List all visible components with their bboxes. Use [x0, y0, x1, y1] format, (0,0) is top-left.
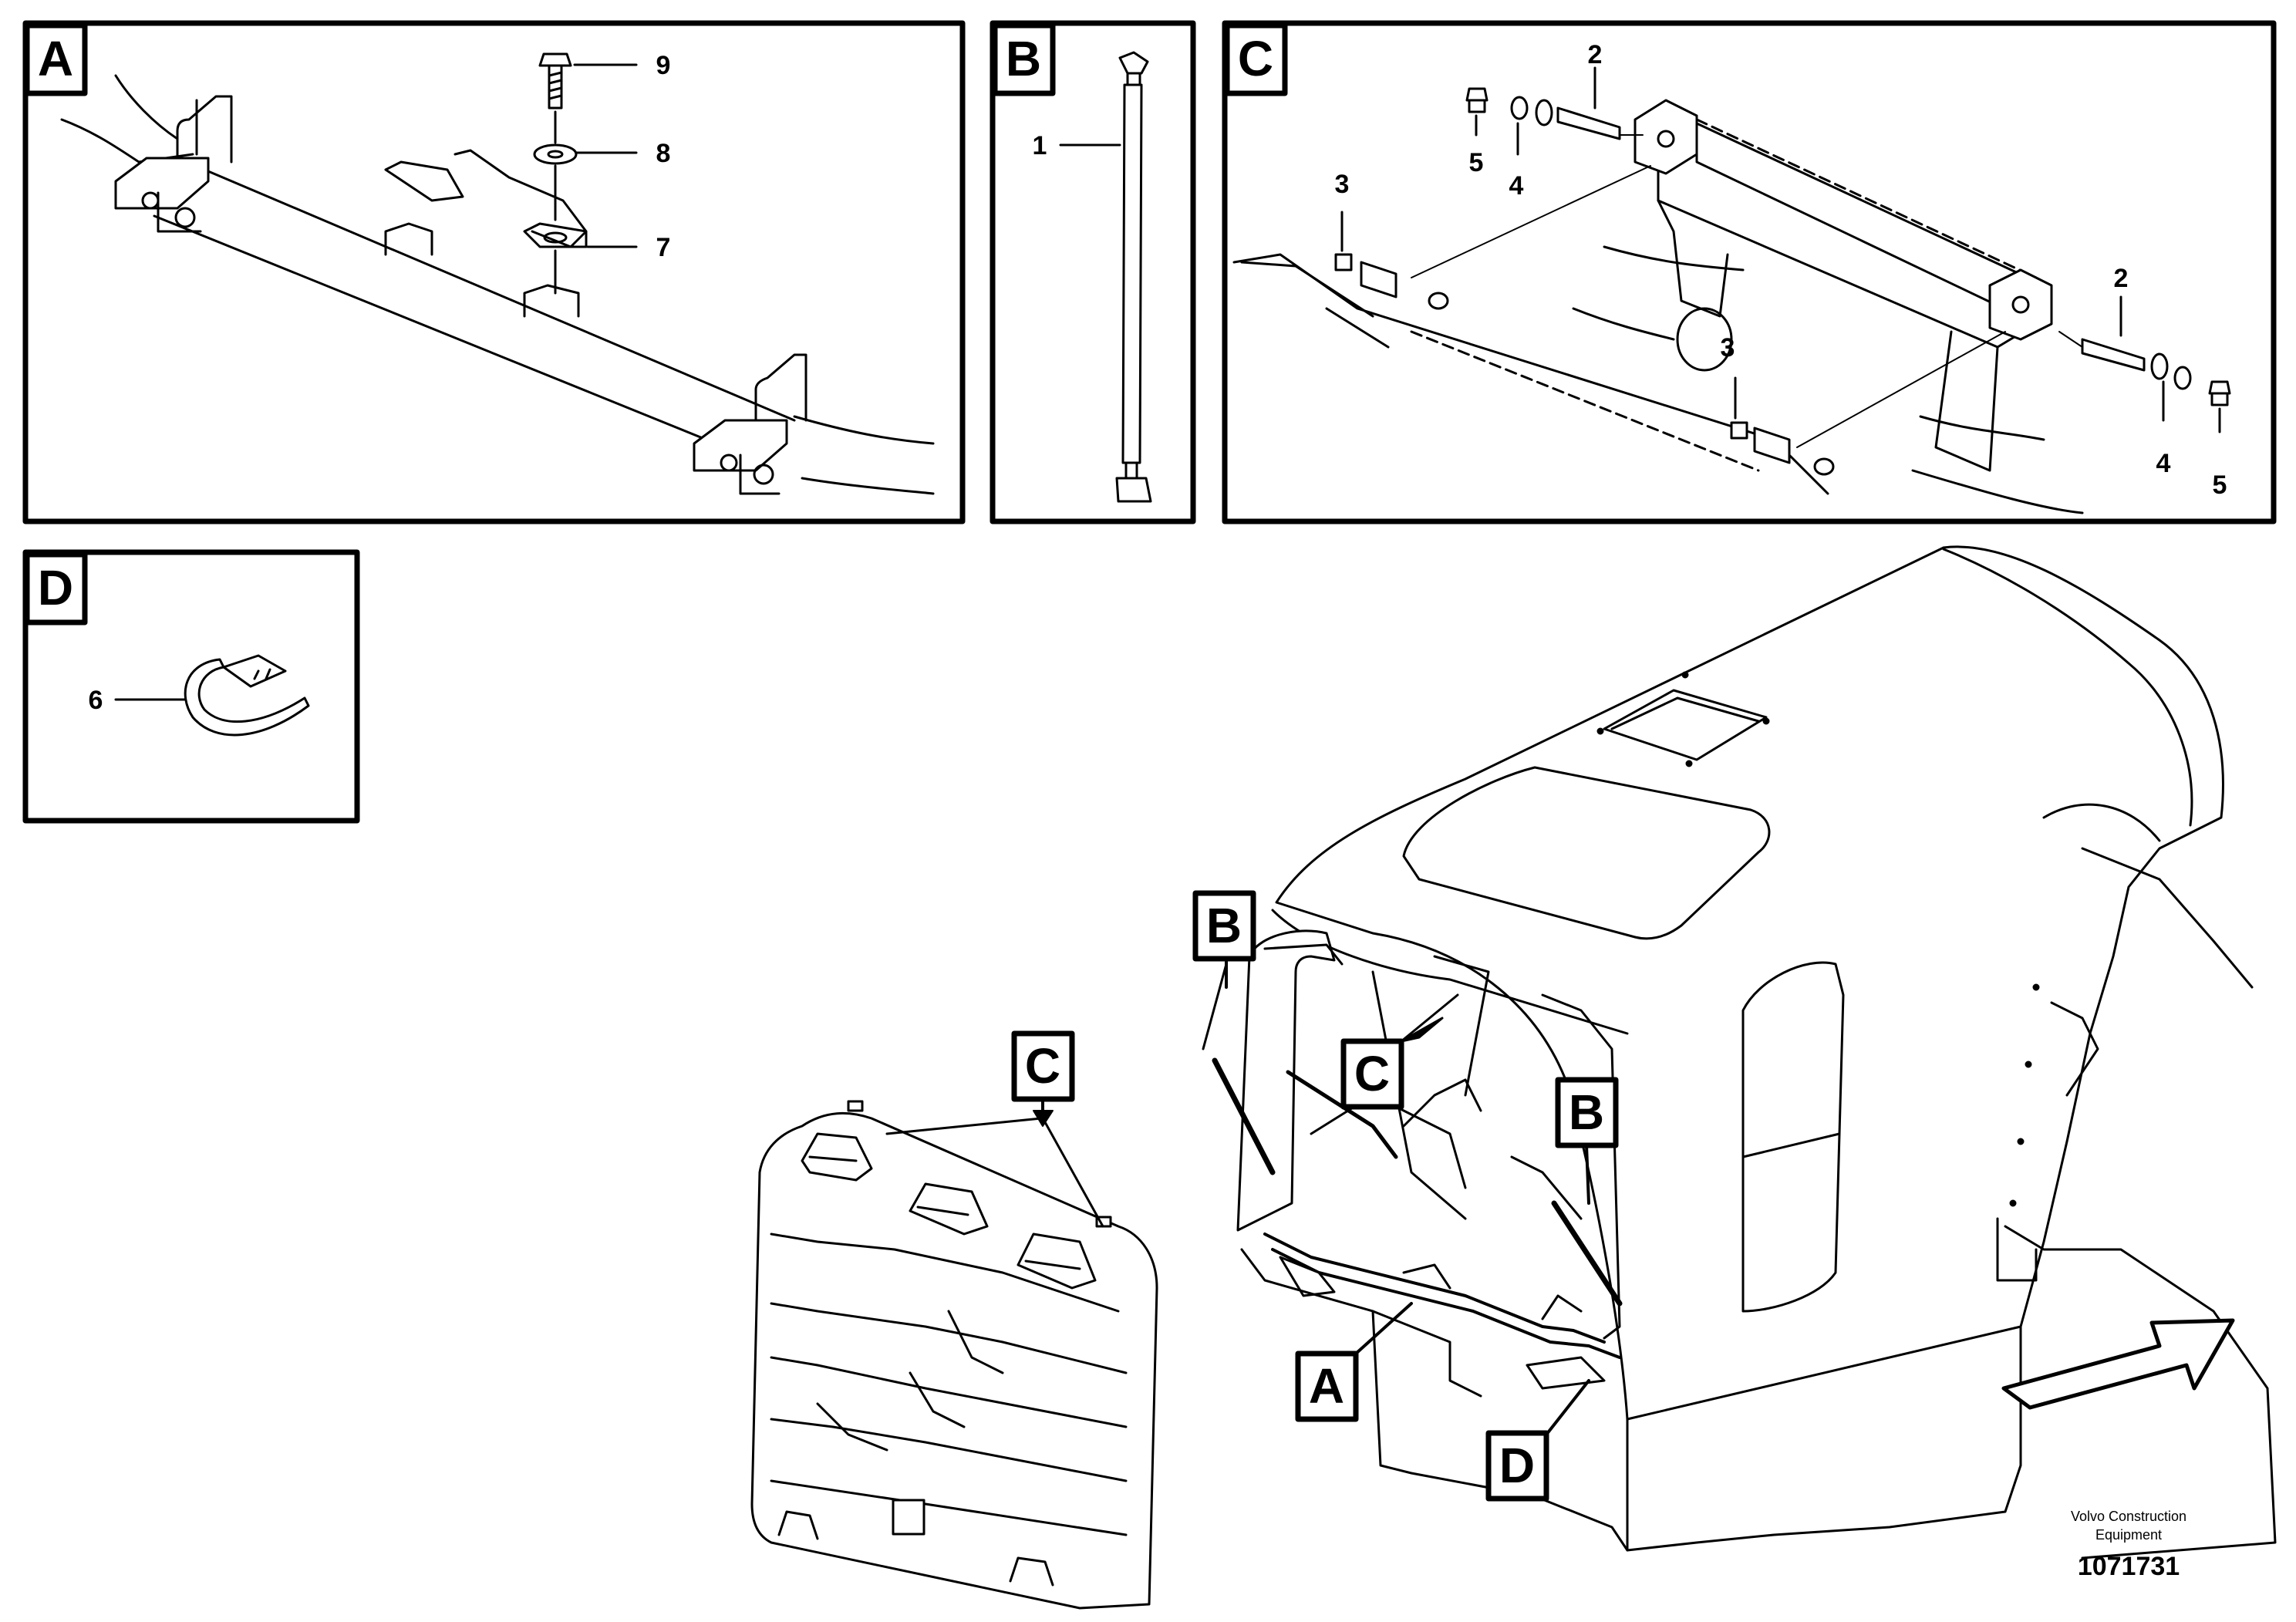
panel-d: D 6: [22, 549, 360, 824]
callout-4-top: 4: [1509, 171, 1524, 201]
callout-5-top: 5: [1469, 148, 1484, 177]
panel-a: A: [22, 20, 966, 524]
svg-text:C: C: [1025, 1038, 1060, 1094]
cab-hood-drawing: [1212, 545, 2277, 1560]
callout-9: 9: [656, 51, 671, 80]
callout-5-right: 5: [2213, 470, 2227, 500]
crossbar-assembly-drawing: [60, 52, 935, 495]
company-name-line2: Equipment: [2095, 1527, 2162, 1543]
panel-a-label: A: [38, 31, 73, 86]
callout-7: 7: [656, 233, 671, 262]
callout-3-left: 3: [1335, 170, 1350, 199]
callout-6: 6: [89, 686, 103, 715]
document-number: 1071731: [2078, 1552, 2180, 1581]
callout-4-right: 4: [2156, 449, 2171, 478]
main-label-c-center: C: [1340, 993, 1459, 1110]
panel-d-label: D: [38, 560, 73, 615]
svg-text:A: A: [1309, 1358, 1344, 1414]
svg-text:B: B: [1206, 898, 1242, 953]
panel-b: B 1: [990, 20, 1196, 524]
main-label-a-bottom: A: [1295, 1302, 1413, 1422]
callout-3-right: 3: [1721, 333, 1735, 363]
svg-text:C: C: [1354, 1046, 1390, 1101]
hinge-beam-drawing: [1232, 87, 2231, 514]
strap-clip-drawing: [184, 654, 310, 737]
panel-c: C: [1222, 20, 2277, 524]
callout-1: 1: [1033, 131, 1047, 160]
panel-b-label-box: [992, 22, 1056, 96]
callout-2-top: 2: [1588, 40, 1603, 69]
main-label-b-right: B: [1555, 1077, 1619, 1205]
main-label-d-bottom: D: [1485, 1379, 1590, 1502]
front-grille-panel-drawing: [750, 1100, 1158, 1610]
svg-text:D: D: [1499, 1438, 1535, 1493]
company-name-line1: Volvo Construction: [2071, 1509, 2186, 1524]
forward-direction-arrow: [2001, 1318, 2235, 1410]
panel-c-label-box: [1224, 22, 1288, 96]
panel-d-label-box: [24, 551, 88, 626]
main-label-c-panel: C: [885, 1030, 1104, 1228]
svg-text:B: B: [1569, 1084, 1604, 1140]
panel-a-label-box: [24, 22, 88, 96]
callout-2-right: 2: [2114, 264, 2129, 293]
panel-c-label: C: [1238, 31, 1273, 86]
callout-8: 8: [656, 139, 671, 168]
main-label-b-left: B: [1192, 890, 1256, 1050]
gas-strut-drawing: [1115, 51, 1152, 503]
panel-b-label: B: [1006, 31, 1041, 86]
